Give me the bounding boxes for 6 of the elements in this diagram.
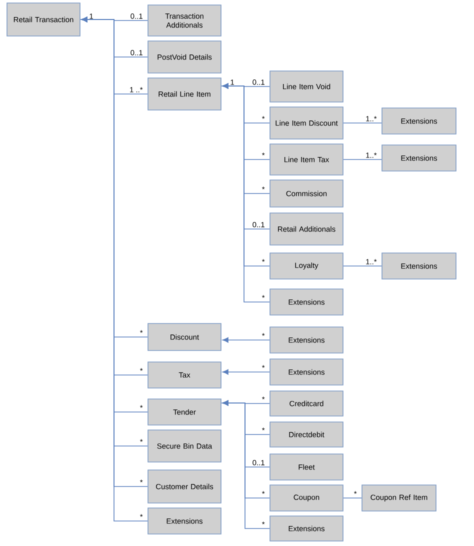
association-line: [222, 83, 270, 302]
association-line: [222, 337, 270, 343]
association-line: [343, 159, 382, 160]
association-line: [222, 369, 270, 375]
association-line: [343, 122, 382, 124]
association-line: [222, 400, 270, 529]
